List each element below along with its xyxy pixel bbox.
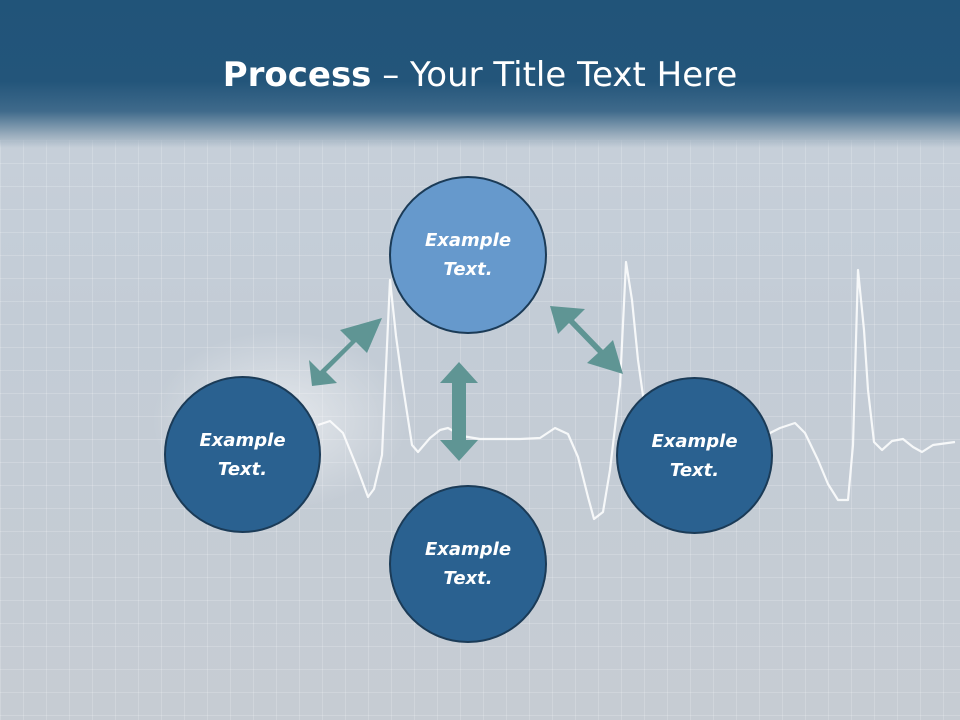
process-node-bottom-label: Example Text. bbox=[424, 539, 512, 589]
arrow-left-to-top bbox=[309, 318, 382, 386]
heartbeat-line bbox=[317, 260, 956, 521]
page-title: Process – Your Title Text Here bbox=[0, 50, 960, 100]
title-rest: – Your Title Text Here bbox=[371, 55, 738, 95]
process-node-right-label: Example Text. bbox=[651, 430, 738, 481]
process-node-top-label: Example Text. bbox=[424, 230, 512, 280]
process-node-bottom: Example Text. bbox=[389, 485, 547, 643]
process-node-left: Example Text. bbox=[164, 376, 321, 533]
header-band bbox=[0, 0, 960, 148]
title-bold: Process bbox=[222, 55, 372, 95]
arrow-top-to-bottom bbox=[440, 362, 478, 461]
process-node-top: Example Text. bbox=[389, 176, 547, 334]
arrow-top-to-right bbox=[550, 306, 623, 374]
process-node-left-label: Example Text. bbox=[199, 429, 286, 480]
process-node-right: Example Text. bbox=[616, 377, 773, 534]
